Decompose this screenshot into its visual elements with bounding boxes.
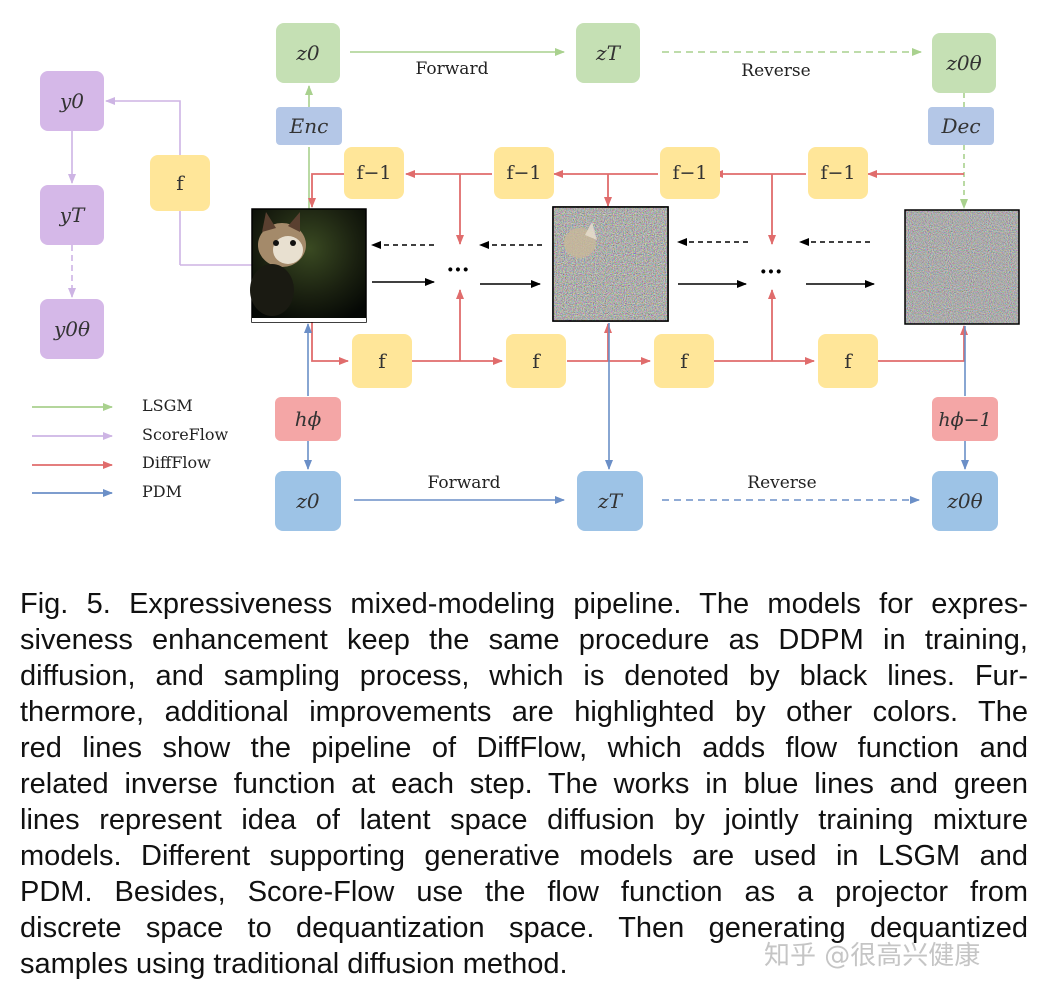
reverse-bottom-label: Reverse: [747, 473, 816, 493]
enc-node: [276, 107, 342, 145]
legend-label-diffflow: DiffFlow: [142, 453, 211, 472]
caption-line: models. Different supporting generative …: [20, 840, 1028, 872]
watermark: 知乎 @很高兴健康: [764, 941, 981, 971]
forward-top-label: Forward: [416, 59, 489, 79]
hphi-node: [275, 397, 341, 441]
z0-bottom-node: [275, 471, 341, 531]
z0theta-bottom-label: z0θ: [946, 489, 982, 513]
lsgm-branch: z0 zT z0θ Forward Reverse Enc Dec: [276, 23, 996, 209]
zT-bottom-node: [577, 471, 643, 531]
z0theta-bottom-node: [932, 471, 998, 531]
f-node-2: [506, 334, 566, 388]
finv-node-1: [344, 147, 404, 199]
z0theta-top-label: z0θ: [945, 51, 981, 75]
cat-noisy-image: [552, 206, 669, 322]
finv-node-3: [660, 147, 720, 199]
caption-line: PDM. Besides, Score-Flow use the flow fu…: [20, 876, 1028, 908]
y0-node: [40, 71, 104, 131]
finv-label-1: f−1: [356, 162, 391, 184]
ellipsis-2: ···: [760, 259, 783, 285]
y0-label: y0: [59, 89, 84, 113]
figure-caption: Fig. 5. Expressiveness mixed-modeling pi…: [20, 586, 1028, 982]
f-left-label: f: [176, 171, 185, 195]
legend-label-pdm: PDM: [142, 482, 182, 501]
reverse-top-label: Reverse: [741, 61, 810, 81]
caption-line: red lines show the pipeline of DiffFlow,…: [20, 732, 1028, 764]
f-label-2: f: [532, 349, 541, 373]
caption-line: thermore, additional improvements are hi…: [20, 696, 1028, 728]
caption-line: lines represent idea of latent space dif…: [20, 804, 1028, 836]
y0theta-node: [40, 299, 104, 359]
z0-top-node: [276, 23, 340, 83]
pipeline-diagram: y0 yT y0θ f z0 zT z0θ Forward Reverse En…: [32, 23, 1020, 531]
scoreflow-branch: y0 yT y0θ f: [40, 71, 252, 359]
finv-label-4: f−1: [820, 162, 855, 184]
caption-line: siveness enhancement keep the same proce…: [20, 624, 1028, 656]
ellipsis-1: ···: [447, 257, 470, 283]
f-node-3: [654, 334, 714, 388]
caption-line: Fig. 5. Expressiveness mixed-modeling pi…: [20, 588, 1028, 620]
dec-node: [928, 107, 994, 145]
enc-label: Enc: [289, 114, 329, 138]
yT-label: yT: [59, 203, 86, 227]
legend-label-lsgm: LSGM: [142, 396, 193, 415]
hphi-label: hϕ: [295, 407, 322, 431]
caption-line: diffusion, and sampling process, which i…: [20, 660, 1028, 692]
z0theta-top-node: [932, 33, 996, 93]
caption-line: related inverse function at each step. T…: [20, 768, 1028, 800]
forward-bottom-label: Forward: [428, 473, 501, 493]
f-left-node: [150, 155, 210, 211]
caption-line: samples using traditional diffusion meth…: [20, 948, 568, 980]
y0theta-label: y0θ: [53, 317, 90, 341]
flow-row: f f f f: [352, 334, 878, 388]
cat-clean-image: [250, 208, 367, 323]
hphi-inv-label: hϕ−1: [938, 409, 991, 431]
f-node-1: [352, 334, 412, 388]
finv-node-4: [808, 147, 868, 199]
finv-node-2: [494, 147, 554, 199]
f-node-4: [818, 334, 878, 388]
finv-label-2: f−1: [506, 162, 541, 184]
caption-line: discrete space to dequantization space. …: [20, 912, 1028, 944]
inverse-flow-row: f−1 f−1 f−1 f−1: [344, 147, 868, 199]
pure-noise-image: [904, 209, 1020, 325]
dec-label: Dec: [940, 114, 980, 138]
finv-label-3: f−1: [672, 162, 707, 184]
yT-node: [40, 185, 104, 245]
f-label-4: f: [844, 349, 853, 373]
z0-top-label: z0: [295, 41, 320, 65]
f-label-1: f: [378, 349, 387, 373]
z0-bottom-label: z0: [295, 489, 320, 513]
legend: LSGM ScoreFlow DiffFlow PDM: [32, 396, 229, 501]
zT-top-label: zT: [595, 41, 622, 65]
ddpm-lines: [371, 238, 875, 288]
hphi-inv-node: [932, 397, 998, 441]
f-label-3: f: [680, 349, 689, 373]
legend-label-scoreflow: ScoreFlow: [142, 425, 229, 444]
zT-bottom-label: zT: [597, 489, 624, 513]
zT-top-node: [576, 23, 640, 83]
pdm-branch: hϕ hϕ−1 z0 zT z0θ Forward Reverse: [275, 323, 998, 531]
